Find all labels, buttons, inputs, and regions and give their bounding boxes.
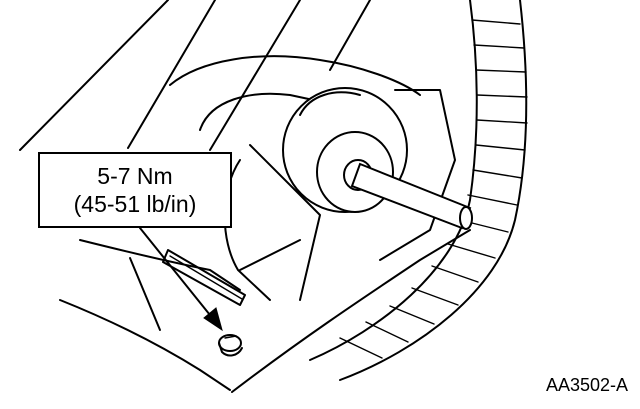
figure-id: AA3502-A (545, 375, 628, 395)
bolt (218, 334, 243, 357)
torque-nm-label: 5-7 Nm (97, 163, 173, 189)
background-lines (19, 0, 371, 151)
torque-lbin-label: (45-51 lb/in) (73, 191, 197, 217)
corrugated-hose (309, 0, 528, 381)
shaft (350, 162, 473, 230)
bracket (162, 239, 301, 306)
leader-arrow (139, 227, 223, 332)
torque-callout: 5-7 Nm (45-51 lb/in) (38, 152, 232, 228)
